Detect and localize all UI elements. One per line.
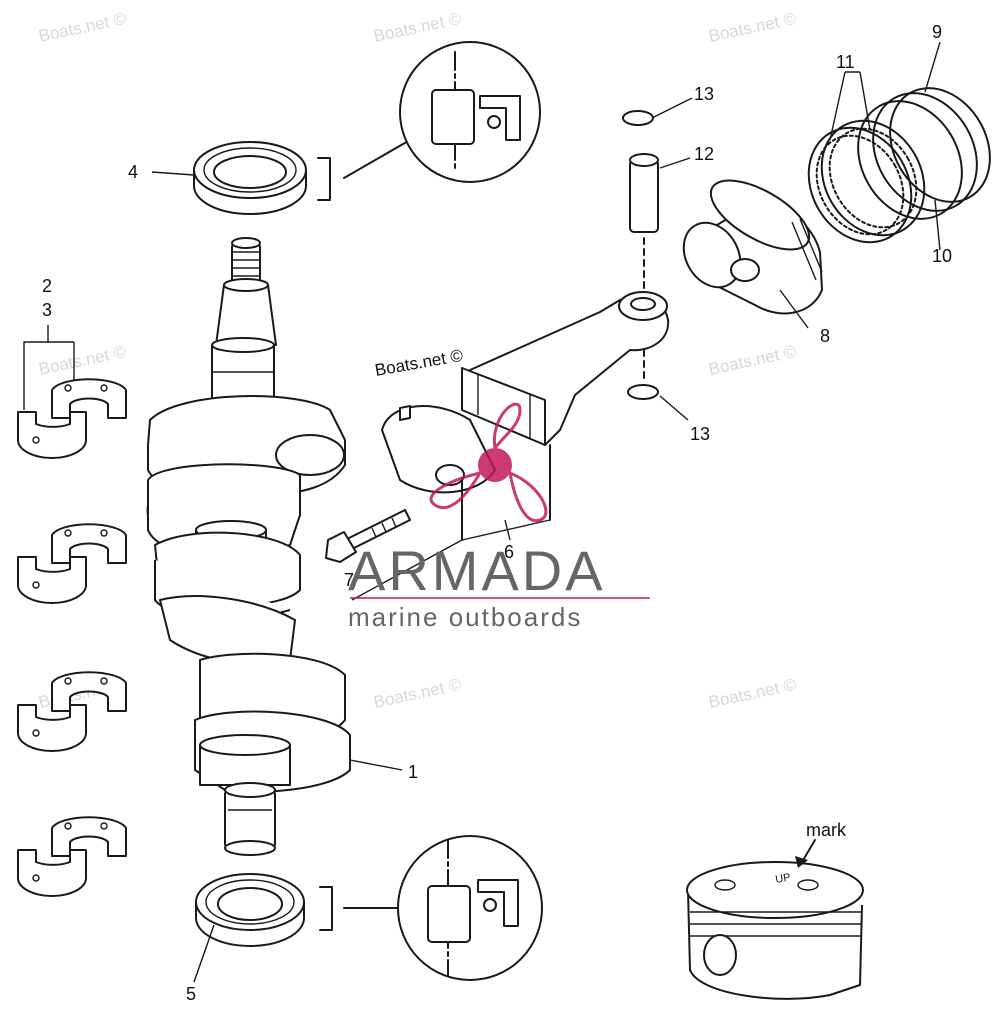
mark-label: mark	[806, 820, 847, 840]
callout-13-top: 13	[694, 84, 714, 104]
seal-detail-top	[399, 41, 541, 183]
watermark: Boats.net ©	[372, 675, 464, 712]
watermark: Boats.net ©	[37, 342, 129, 379]
callout-13-bottom: 13	[690, 424, 710, 444]
piston	[682, 179, 823, 315]
callout-7: 7	[344, 570, 354, 590]
callout-1: 1	[408, 762, 418, 782]
pin-clip-top	[622, 110, 654, 126]
crankshaft	[146, 237, 351, 856]
piston-rings	[807, 87, 991, 244]
brand-name: ARMADA	[348, 539, 606, 602]
callout-8: 8	[820, 326, 830, 346]
piston-pin	[629, 153, 659, 291]
callout-12: 12	[694, 144, 714, 164]
brand-overlay: ARMADA marine outboards	[348, 402, 650, 632]
callout-6: 6	[504, 542, 514, 562]
brand-tagline: marine outboards	[348, 602, 582, 632]
callout-10: 10	[932, 246, 952, 266]
bearing-set	[17, 378, 127, 459]
watermark: Boats.net ©	[707, 675, 799, 712]
leader-lines	[23, 41, 941, 983]
oil-seal-bottom	[195, 873, 401, 947]
callout-4: 4	[128, 162, 138, 182]
callout-9: 9	[932, 22, 942, 42]
copyright-label: Boats.net ©	[373, 346, 464, 380]
main-bearings	[17, 378, 127, 897]
watermark: Boats.net ©	[707, 9, 799, 46]
oil-seal-top	[193, 139, 411, 215]
callout-11: 11	[836, 52, 855, 72]
piston-top-view: UP	[686, 839, 864, 1000]
seal-detail-bottom	[397, 835, 543, 981]
propeller-logo-icon	[429, 402, 548, 523]
callout-3: 3	[42, 300, 52, 320]
bearing-set	[17, 671, 127, 752]
watermark: Boats.net ©	[372, 9, 464, 46]
watermark: Boats.net ©	[37, 9, 129, 46]
piston-up-marking: UP	[774, 871, 791, 885]
connecting-rod	[381, 291, 670, 541]
callout-5: 5	[186, 984, 196, 1004]
pin-clip-bottom	[627, 349, 659, 400]
bearing-set	[17, 523, 127, 604]
watermark: Boats.net ©	[707, 342, 799, 379]
bearing-set	[17, 816, 127, 897]
rod-bolt	[325, 509, 411, 563]
callout-2: 2	[42, 276, 52, 296]
